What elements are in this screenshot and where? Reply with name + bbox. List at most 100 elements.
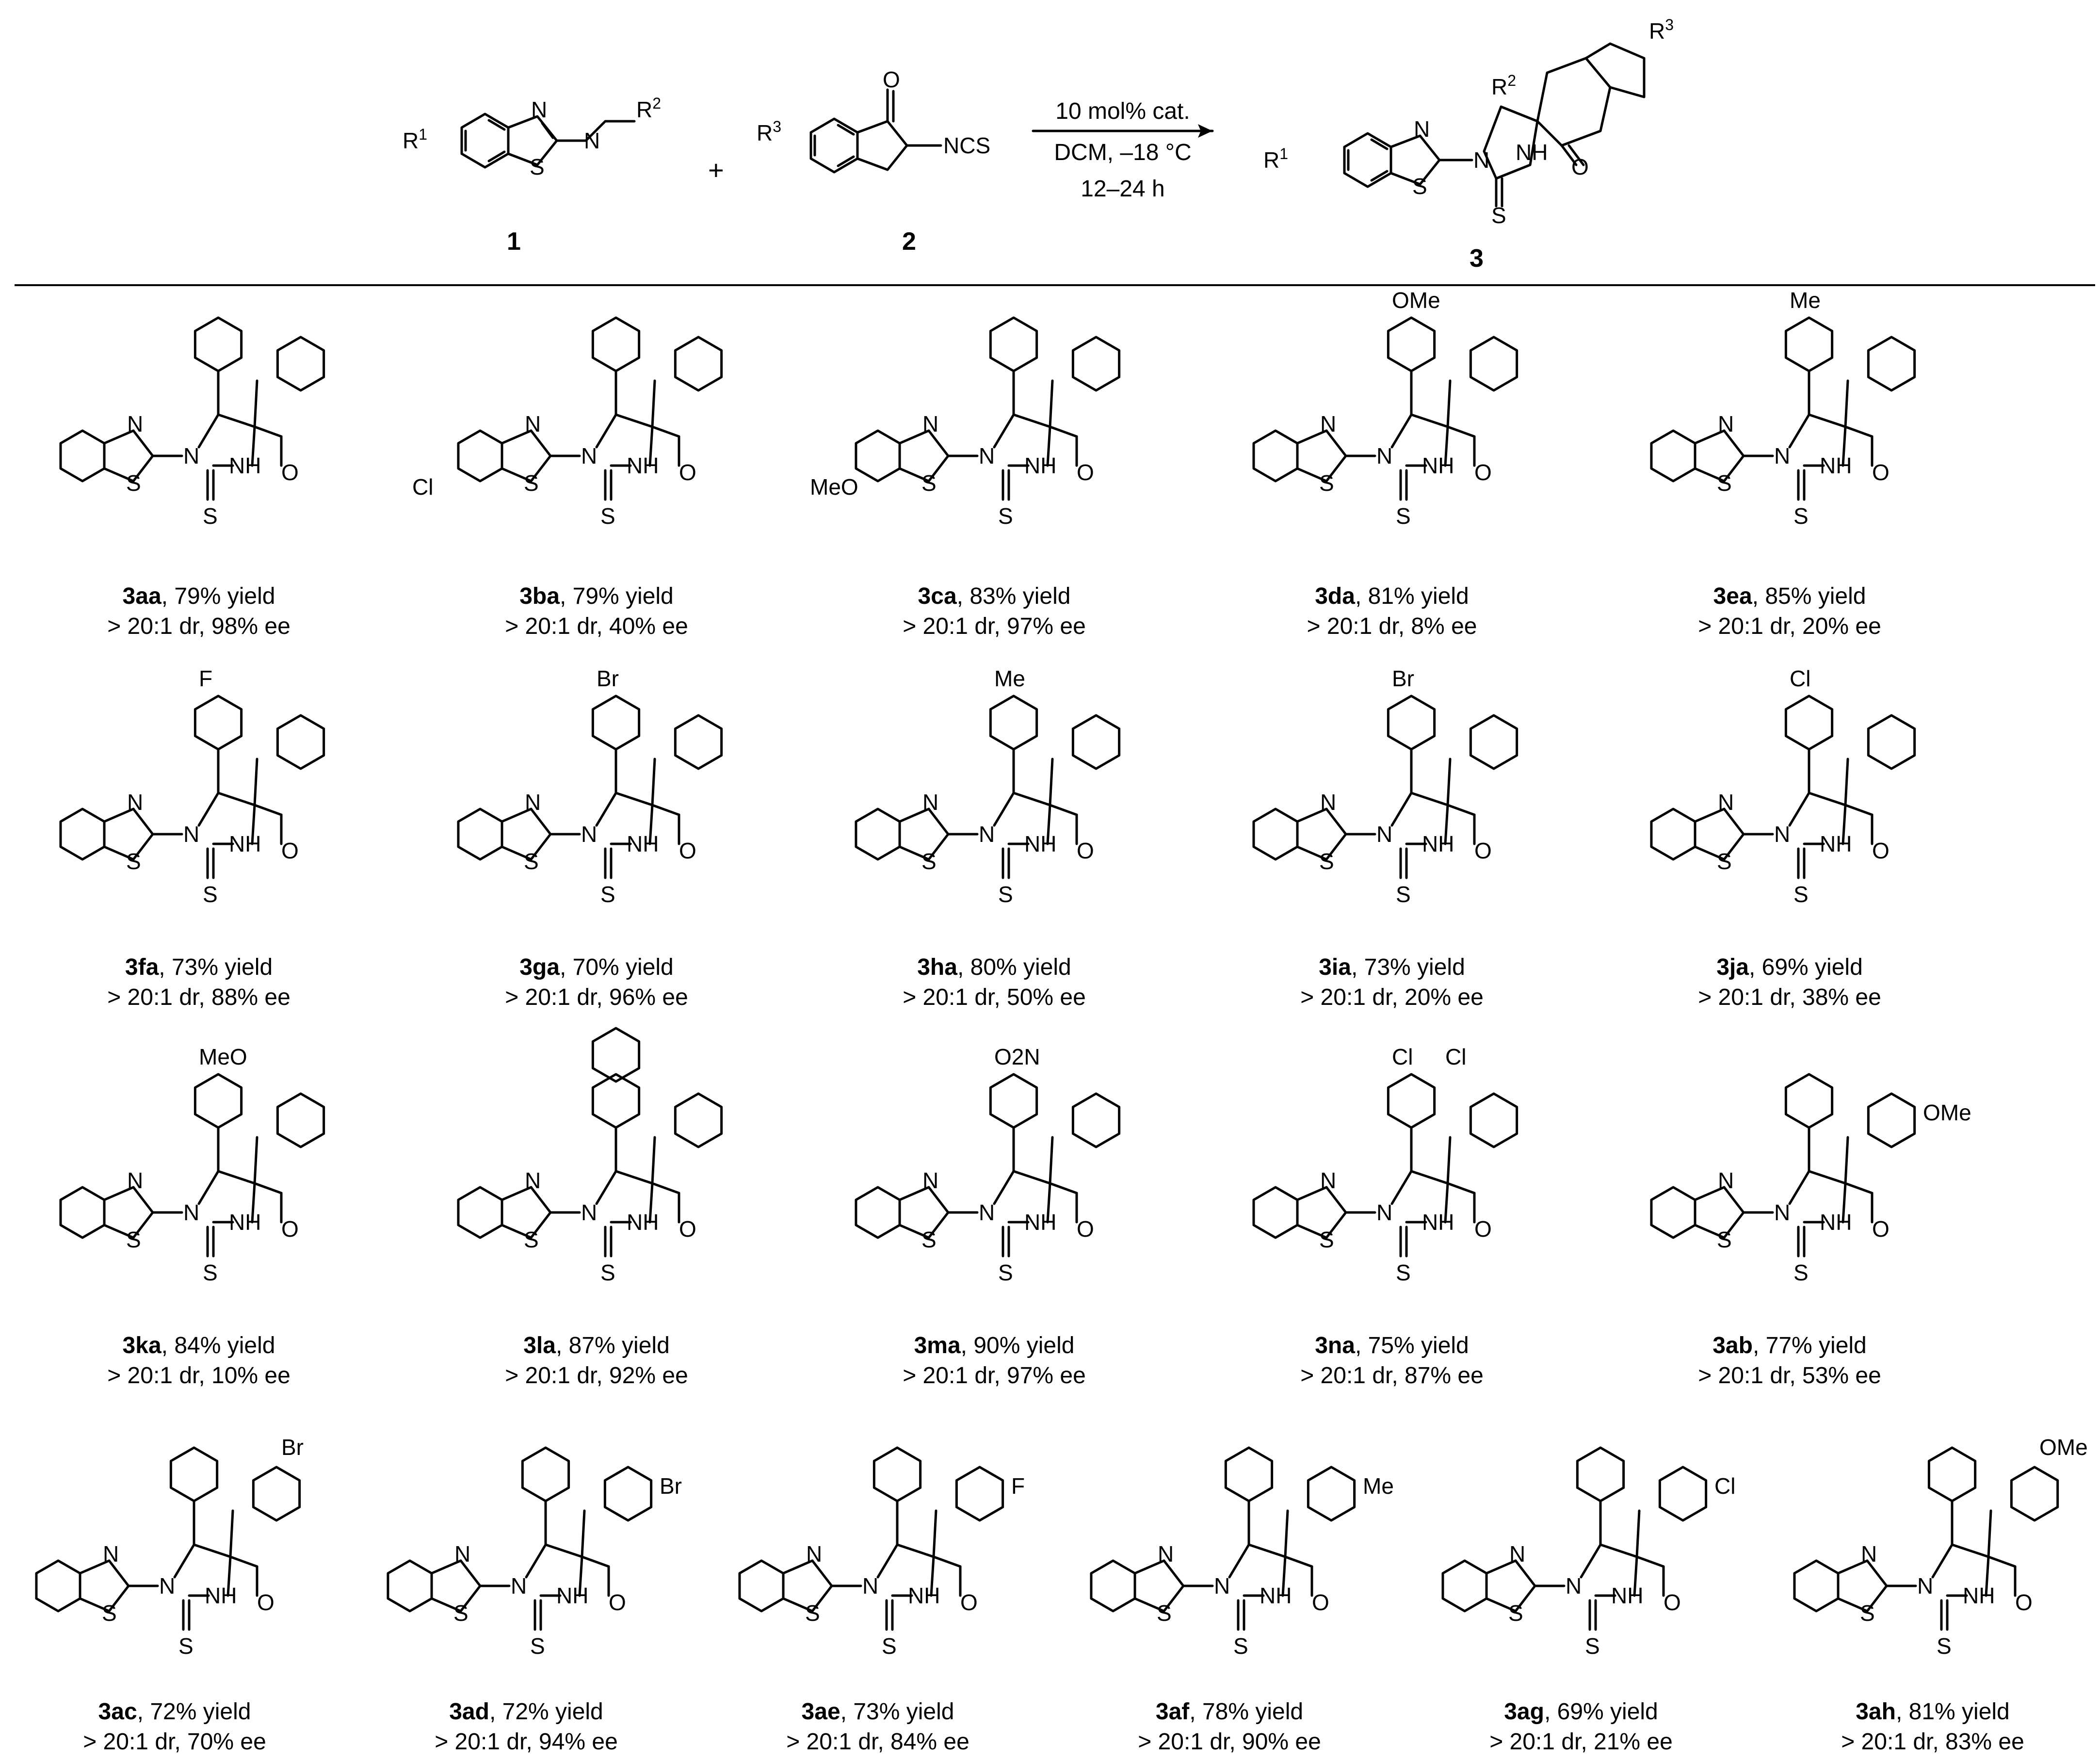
indanone-bond [1844,1182,1874,1195]
yield-label-3ma: 3ma, 90% yield [914,1333,1075,1358]
yield-3aa: , 79% yield [162,583,275,609]
aryl-ring [872,1446,922,1502]
indanone-bond [253,758,258,807]
thiazole-bond [927,429,950,457]
atom-o: O [1474,838,1492,863]
atom-n-thiazole: N [922,1168,938,1193]
thiazole-bond [1485,1597,1517,1613]
aryl-ring [989,1073,1038,1129]
yield-3ab: , 77% yield [1753,1333,1867,1358]
atom-o: O [1872,838,1890,863]
compound-id-3ka: 3ka [123,1333,162,1358]
aryl-ring [1387,1073,1436,1129]
atom-n-thiazole: N [103,1541,119,1566]
selectivity-3ab: > 20:1 dr, 53% ee [1698,1363,1881,1389]
atom-nh: NH [1422,831,1454,856]
thiazole-bond [1325,833,1347,861]
compound-id-3ah: 3ah [1856,1699,1896,1725]
atom-o: O [679,1216,696,1242]
ring-bond [993,413,1015,449]
yield-3la: , 87% yield [556,1333,670,1358]
compound-id-3ag: 3ag [1504,1699,1544,1725]
benzo-ring [855,429,901,483]
benzo-ring [457,807,503,861]
indanone-bond [1049,1136,1054,1185]
product-3-structure: N N S NH O S R1 R2 R3 [1263,16,1674,228]
thiazole-bond [1163,1559,1185,1587]
reactant-2-structure: O NCS R3 [757,67,990,174]
ring-bond [1842,804,1847,845]
thiazole-bond [501,1224,533,1239]
atom-n-thiazole: N [1861,1541,1877,1566]
thiazole-bond [898,845,930,861]
atom-s-thiazole: S [1717,849,1732,874]
substituent-label: Cl [412,474,433,500]
indanone-benzo-ring [674,1092,723,1148]
indanone-bond [1049,804,1078,816]
yield-label-3ca: 3ca, 83% yield [918,583,1071,609]
thiazole-bond [927,833,950,861]
ring-bond [1046,804,1051,845]
selectivity-3la: > 20:1 dr, 92% ee [505,1363,688,1389]
indanone-bond [1446,1136,1452,1185]
indanone-benzo-ring [1071,714,1121,770]
indanone-benzo-ring [1658,1466,1708,1522]
thiazole-bond [1723,833,1745,861]
indanone-bond [651,425,680,438]
reactant-1-r2: R2 [636,95,661,122]
atom-s-thione: S [998,1260,1013,1285]
indanone-bond [1049,1182,1078,1195]
conditions-time: 12–24 h [1081,176,1165,202]
atom-nh: NH [1820,453,1852,478]
selectivity-3ma: > 20:1 dr, 97% ee [903,1363,1086,1389]
atom-o: O [609,1590,626,1615]
yield-3ia: , 73% yield [1351,954,1465,980]
atom-s-thiazole: S [1860,1600,1875,1626]
indanone-benzo-ring [674,714,723,770]
thiazole-bond [103,845,135,861]
yield-label-3ba: 3ba, 79% yield [519,583,674,609]
selectivity-3ga: > 20:1 dr, 96% ee [505,985,688,1010]
ring-bond [1390,791,1413,827]
substituent-label: Me [994,666,1025,691]
yield-3ka: , 84% yield [162,1333,275,1358]
atom-nh: NH [627,453,659,478]
indanone-bond [253,1136,258,1185]
benzo-ring [35,1559,81,1613]
ring-bond [1444,425,1449,467]
selectivity-3ka: > 20:1 dr, 10% ee [107,1363,291,1389]
benzo-ring [855,807,901,861]
atom-n-thiazole: N [922,790,938,815]
ring-bond [251,425,256,467]
benzo-ring [457,1186,503,1239]
yield-label-3ae: 3ae, 73% yield [802,1699,954,1725]
benzo-ring [59,1186,106,1239]
atom-nh: NH [229,453,261,478]
substituent-label: OMe [1923,1100,1971,1125]
ring-bond [1985,1555,1990,1597]
indanone-bond [1284,1555,1313,1568]
ring-bond [1046,425,1051,467]
ring-bond [1012,791,1051,807]
yield-3ae: , 73% yield [840,1699,954,1725]
atom-o: O [1077,1216,1094,1242]
substituent-label: OMe [2039,1435,2088,1460]
yield-3af: , 78% yield [1189,1699,1303,1725]
ring-bond [1012,413,1051,428]
atom-nh: NH [1820,1210,1852,1235]
product-n-ring: N [1414,116,1430,142]
ring-bond [930,1555,935,1597]
benzo-ring [1650,807,1696,861]
compound-id-3ma: 3ma [914,1333,961,1358]
atom-n-ring: N [862,1573,878,1599]
atom-o: O [1664,1590,1681,1615]
reactant-2-r3: R3 [757,118,781,145]
selectivity-3ac: > 20:1 dr, 70% ee [83,1729,266,1755]
atom-n-thiazole: N [1320,411,1336,436]
ring-bond [1410,1170,1449,1185]
